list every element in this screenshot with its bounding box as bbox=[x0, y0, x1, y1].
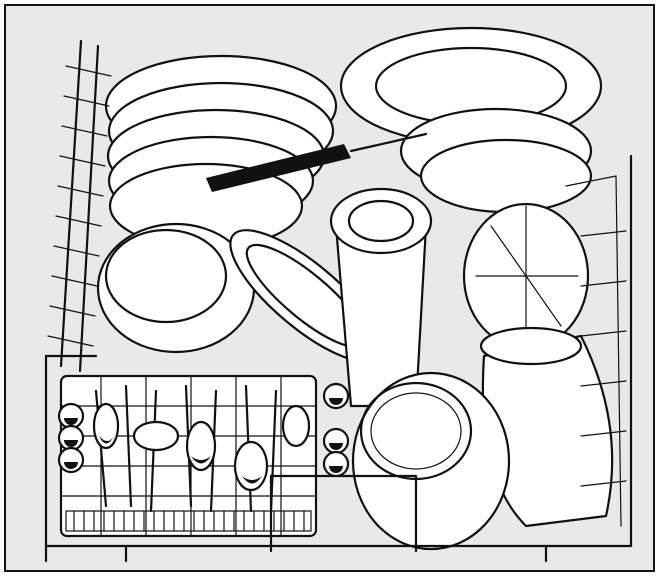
dishwasher-lower-basket-icon bbox=[44, 26, 633, 563]
cooking-pot bbox=[479, 326, 614, 528]
illustration-frame bbox=[4, 4, 655, 572]
serving-plates bbox=[339, 26, 603, 214]
cutlery bbox=[92, 384, 311, 513]
basket-wire-frame bbox=[44, 154, 633, 563]
basket-handle-right bbox=[322, 382, 350, 478]
basket-handle-left bbox=[57, 402, 85, 474]
round-lid bbox=[462, 202, 590, 350]
plate-rack-tines bbox=[47, 39, 112, 373]
mug bbox=[329, 187, 433, 408]
dinner-plates bbox=[104, 54, 338, 250]
pan-handle bbox=[206, 132, 428, 192]
saucepan bbox=[351, 371, 511, 551]
